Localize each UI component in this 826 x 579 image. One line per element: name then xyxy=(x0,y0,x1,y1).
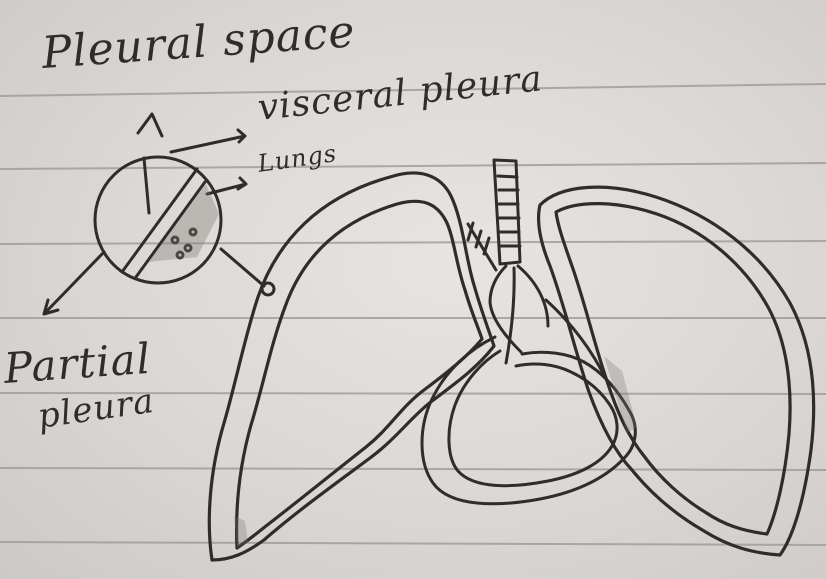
pleural-space-arrow-head xyxy=(138,114,162,136)
trachea-and-heart xyxy=(422,160,635,504)
left-lung xyxy=(209,173,494,560)
pleural-space-arrow-stem xyxy=(144,158,149,213)
right-lung xyxy=(539,187,814,555)
inset-tick-marks xyxy=(468,223,489,254)
inset-to-lung-line xyxy=(221,249,264,286)
visceral-pleura-arrow xyxy=(171,130,245,152)
lung-shading xyxy=(234,356,637,548)
lungs-arrow xyxy=(207,178,246,194)
parietal-pleura-arrow xyxy=(44,252,104,314)
